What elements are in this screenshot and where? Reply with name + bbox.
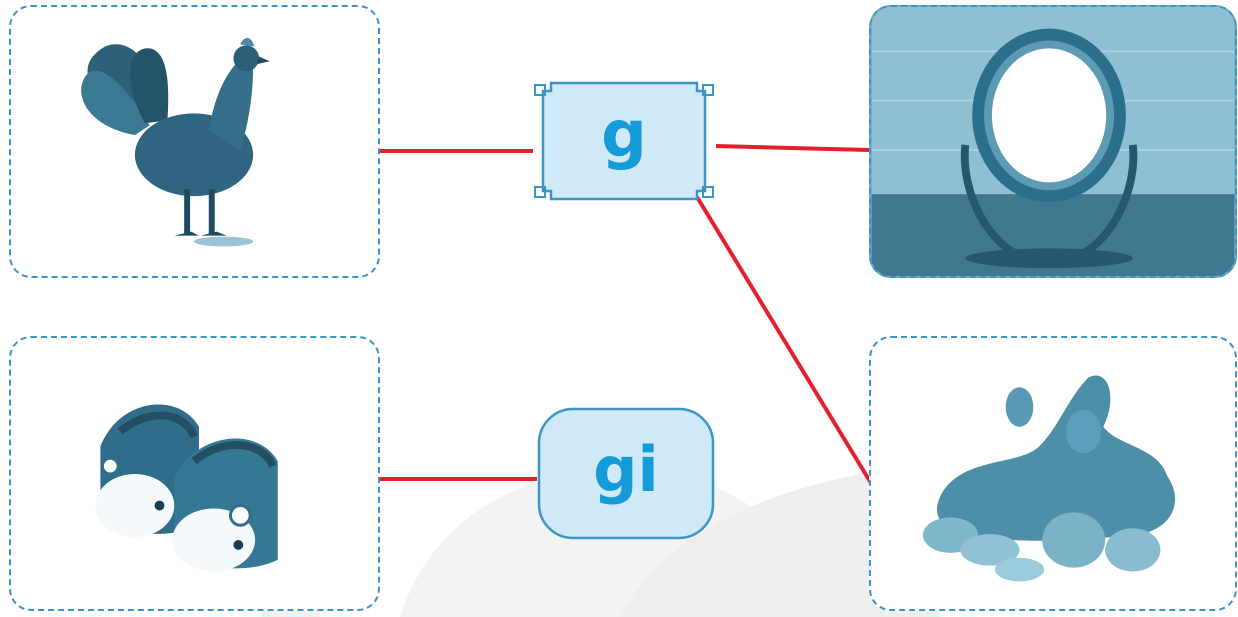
shoes-picture-card[interactable] — [9, 336, 380, 611]
line-g-ginger — [695, 195, 873, 485]
rooster-icon — [81, 37, 270, 247]
mirror-icon — [871, 7, 1235, 276]
letter-gi-frame — [537, 407, 715, 540]
rooster-picture-card[interactable] — [9, 5, 380, 278]
shoes-icon — [95, 404, 278, 572]
letter-g-label: g — [601, 98, 647, 172]
letter-g-box[interactable]: g — [533, 73, 715, 209]
line-g-mirror — [715, 144, 870, 152]
ginger-icon — [922, 375, 1176, 582]
mirror-picture-card[interactable] — [869, 5, 1237, 278]
letter-g-frame — [534, 81, 714, 201]
letter-gi-box[interactable]: gi — [537, 407, 715, 540]
ginger-picture-card[interactable] — [869, 336, 1237, 611]
letter-gi-label: gi — [593, 433, 659, 506]
